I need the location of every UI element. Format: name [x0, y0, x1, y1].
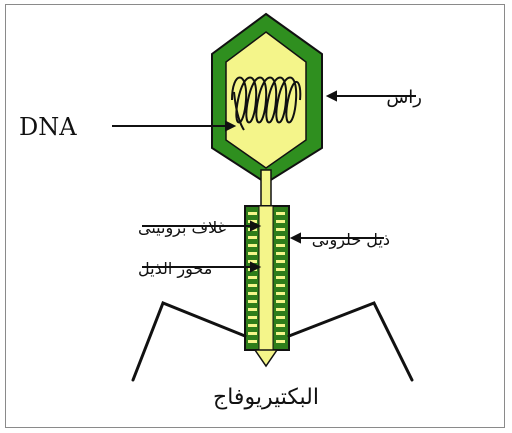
tail-core — [259, 206, 273, 350]
sheath-ring — [276, 308, 285, 311]
tail-tip — [255, 350, 277, 366]
sheath-ring — [276, 260, 285, 263]
sheath-ring — [248, 292, 257, 295]
label-spiral-tail: ذيل حلزونى — [312, 230, 390, 250]
sheath-ring — [276, 324, 285, 327]
label-dna: DNA — [19, 113, 77, 141]
tail-fiber-left — [133, 303, 245, 380]
sheath-ring — [276, 212, 285, 215]
sheath-ring — [248, 236, 257, 239]
sheath-ring — [248, 316, 257, 319]
sheath-ring — [248, 212, 257, 215]
sheath-ring — [248, 300, 257, 303]
arrowhead-spiral-tail — [292, 234, 300, 242]
sheath-ring — [276, 236, 285, 239]
arrowhead-head — [328, 92, 336, 100]
sheath-ring — [276, 300, 285, 303]
sheath-ring — [276, 220, 285, 223]
sheath-ring — [248, 308, 257, 311]
sheath-ring — [248, 252, 257, 255]
label-protein-coat: غلاف بروتينى — [138, 218, 226, 238]
neck — [261, 170, 271, 208]
sheath-ring — [248, 340, 257, 343]
sheath-ring — [248, 324, 257, 327]
sheath-ring — [276, 332, 285, 335]
sheath-ring — [248, 244, 257, 247]
diagram-title: البكتيريوفاج — [213, 385, 319, 410]
sheath-ring — [276, 316, 285, 319]
sheath-ring — [248, 284, 257, 287]
sheath-ring — [276, 244, 285, 247]
sheath-ring — [276, 292, 285, 295]
label-tail-axis: محور الذيل — [138, 259, 212, 279]
sheath-ring — [276, 276, 285, 279]
sheath-ring — [276, 228, 285, 231]
sheath-ring — [248, 260, 257, 263]
tail-fiber-right — [289, 303, 412, 380]
sheath-ring — [248, 332, 257, 335]
sheath-ring — [276, 340, 285, 343]
sheath-ring — [276, 284, 285, 287]
sheath-ring — [276, 252, 285, 255]
sheath-ring — [276, 268, 285, 271]
label-head: راس — [386, 87, 422, 108]
sheath-ring — [248, 276, 257, 279]
